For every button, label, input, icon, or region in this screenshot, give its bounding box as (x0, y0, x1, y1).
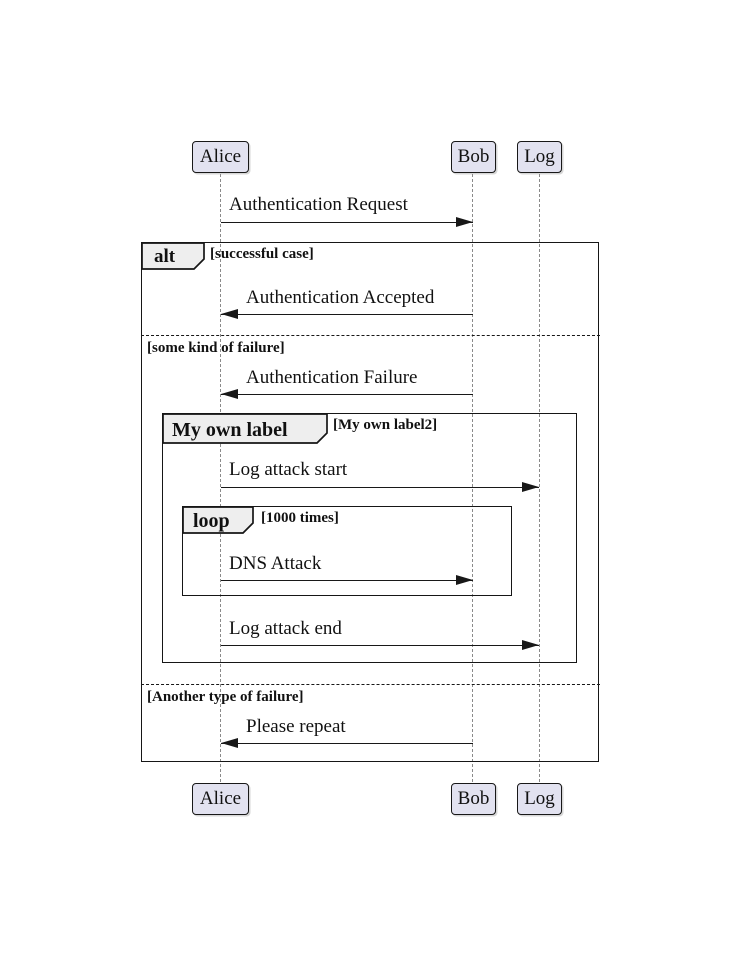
participant-box-log-bottom: Log (517, 783, 562, 815)
pentagon-shape (162, 413, 328, 444)
arrowhead-icon (221, 309, 238, 319)
group-frame-label-pentagon: My own label (162, 413, 328, 444)
alt-divider-line (141, 335, 600, 336)
participant-box-bob-bottom: Bob (451, 783, 496, 815)
arrowhead-icon (522, 640, 539, 650)
message-label: Authentication Accepted (246, 287, 435, 308)
alt-frame-label: alt (154, 246, 176, 267)
alt-frame (141, 242, 599, 762)
pentagon-shape (141, 242, 205, 270)
message-arrow (221, 389, 473, 400)
participant-box-bob-top: Bob (451, 141, 496, 173)
message-arrow (221, 640, 539, 651)
arrow-line (221, 743, 473, 744)
arrowhead-icon (456, 217, 473, 227)
arrow-line (221, 580, 473, 581)
arrow-line (221, 645, 539, 646)
alt-divider-line (141, 684, 600, 685)
arrow-line (221, 314, 473, 315)
pentagon-shape (182, 506, 254, 534)
alt-frame-label-pentagon: alt (141, 242, 205, 270)
loop-frame-label: loop (193, 510, 230, 532)
group-frame (162, 413, 577, 663)
message-label: Authentication Failure (246, 367, 418, 388)
arrowhead-icon (221, 738, 238, 748)
loop-frame (182, 506, 512, 596)
arrowhead-icon (456, 575, 473, 585)
arrow-line (221, 394, 473, 395)
message-label: DNS Attack (229, 553, 322, 574)
alt-divider-label: [some kind of failure] (147, 340, 285, 356)
message-arrow (221, 738, 473, 749)
lifeline-bob (472, 174, 473, 782)
message-label: Please repeat (246, 716, 346, 737)
lifeline-log (539, 174, 540, 782)
message-arrow (221, 482, 539, 493)
message-label: Log attack start (229, 459, 348, 480)
arrowhead-icon (522, 482, 539, 492)
message-arrow (221, 309, 473, 320)
message-arrow (221, 217, 473, 228)
arrow-line (221, 222, 473, 223)
arrow-line (221, 487, 539, 488)
message-arrow (221, 575, 473, 586)
loop-condition: [1000 times] (261, 510, 339, 526)
alt-divider-label: [Another type of failure] (147, 689, 304, 705)
group-frame-label: My own label (172, 419, 288, 441)
participant-box-alice-top: Alice (192, 141, 249, 173)
message-label: Authentication Request (229, 194, 408, 215)
loop-frame-label-pentagon: loop (182, 506, 254, 534)
participant-box-log-top: Log (517, 141, 562, 173)
alt-condition: [successful case] (210, 246, 314, 262)
lifeline-alice (220, 174, 221, 782)
participant-box-alice-bottom: Alice (192, 783, 249, 815)
group-condition: [My own label2] (333, 417, 438, 433)
message-label: Log attack end (229, 618, 342, 639)
arrowhead-icon (221, 389, 238, 399)
